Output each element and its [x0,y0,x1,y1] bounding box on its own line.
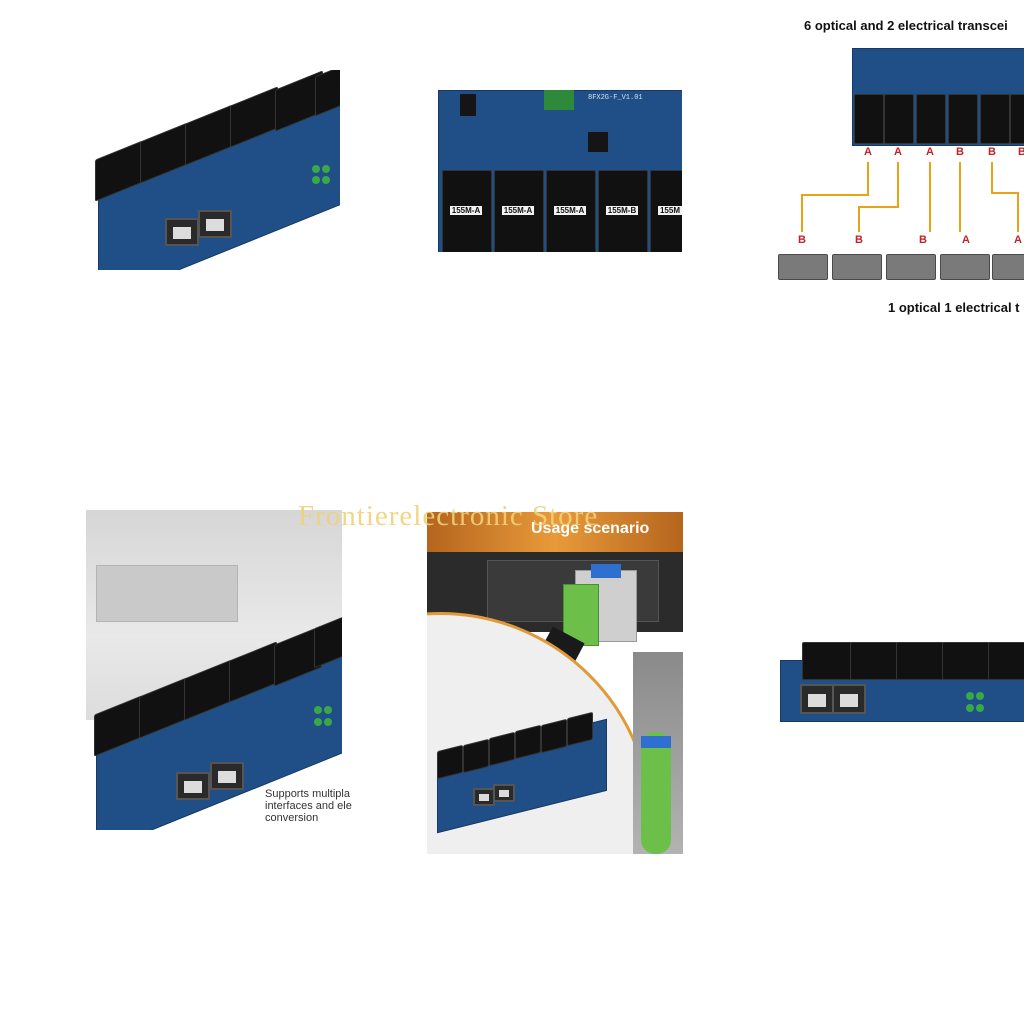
caption-line: Supports multipla [265,788,350,800]
sfp-module [916,94,946,144]
led-indicator [312,165,320,173]
product-image-1[interactable] [90,70,340,270]
connection-line [991,162,993,192]
port-label: 155M-A [450,206,482,215]
converter-letter: A [962,234,970,246]
led-indicator [322,165,330,173]
connection-line [858,206,899,208]
led-indicator [312,176,320,184]
port-letter: A [926,146,934,158]
product-image-5[interactable]: Usage scenario [427,512,683,854]
led-indicator [324,706,332,714]
sfp-module [1010,94,1024,144]
port-letter: A [864,146,872,158]
connection-line [897,162,899,206]
led-indicator [314,718,322,726]
product-image-4[interactable] [86,510,342,830]
led-indicator [976,704,984,712]
converter-letter: B [855,234,863,246]
diagram-heading: 6 optical and 2 electrical transcei [804,18,1008,33]
connection-line [929,162,931,232]
connection-line [867,162,869,194]
caption-line: conversion [265,812,319,824]
sfp-module [854,94,884,144]
converter-letter: B [919,234,927,246]
product-image-3[interactable]: 6 optical and 2 electrical transcei A A … [776,14,1024,320]
led-indicator [976,692,984,700]
rj45-port [176,772,210,800]
converter-letter: B [798,234,806,246]
connection-line [801,194,869,196]
rj45-port [165,218,199,246]
store-watermark: Frontierelectronic Store [298,500,599,532]
port-label: 155M-A [554,206,586,215]
rj45-port [800,684,834,714]
led-indicator [324,718,332,726]
connection-line [858,206,860,232]
connection-line [959,162,961,232]
port-letter: B [1018,146,1024,158]
product-image-2[interactable]: 8FX2G-F_V1.01 155M-A 155M-A 155M-A 155M-… [438,90,682,252]
orange-band [427,512,683,552]
port-letter: A [894,146,902,158]
blue-fiber-clip [641,736,671,748]
rj45-port [832,684,866,714]
sfp-module [948,94,978,144]
sfp-module [942,642,990,680]
sfp-module [884,94,914,144]
caption-line: interfaces and ele [265,800,352,812]
connection-line [991,192,1019,194]
media-converter [992,254,1024,280]
diagram-footer: 1 optical 1 electrical t [888,300,1020,315]
media-converter [832,254,882,280]
sfp-module [980,94,1010,144]
sfp-module [988,642,1024,680]
converter-letter: A [1014,234,1022,246]
rj45-port [210,762,244,790]
port-label: 155M-A [502,206,534,215]
media-converter [886,254,936,280]
connection-line [1017,192,1019,232]
connection-line [801,194,803,232]
board-model-label: 8FX2G-F_V1.01 [588,94,643,102]
sfp-module [850,642,898,680]
media-converter [940,254,990,280]
ic-chip [588,132,608,152]
dc-jack [460,94,476,116]
media-converter [778,254,828,280]
led-indicator [322,176,330,184]
background-converter [96,565,238,622]
product-image-6[interactable] [780,640,1024,724]
led-indicator [314,706,322,714]
usage-title: Usage scenario [531,520,650,537]
led-indicator [966,692,974,700]
rj45-port [493,784,515,802]
sfp-module [896,642,944,680]
green-fiber [641,732,671,854]
rj45-port [473,788,495,806]
sfp-module [802,642,852,680]
led-indicator [966,704,974,712]
port-letter: B [988,146,996,158]
rj45-port [198,210,232,238]
port-letter: B [956,146,964,158]
terminal-block [544,90,574,110]
port-label: 155M-B [606,206,638,215]
port-label: 155M [658,206,682,215]
blue-latch [591,564,621,578]
